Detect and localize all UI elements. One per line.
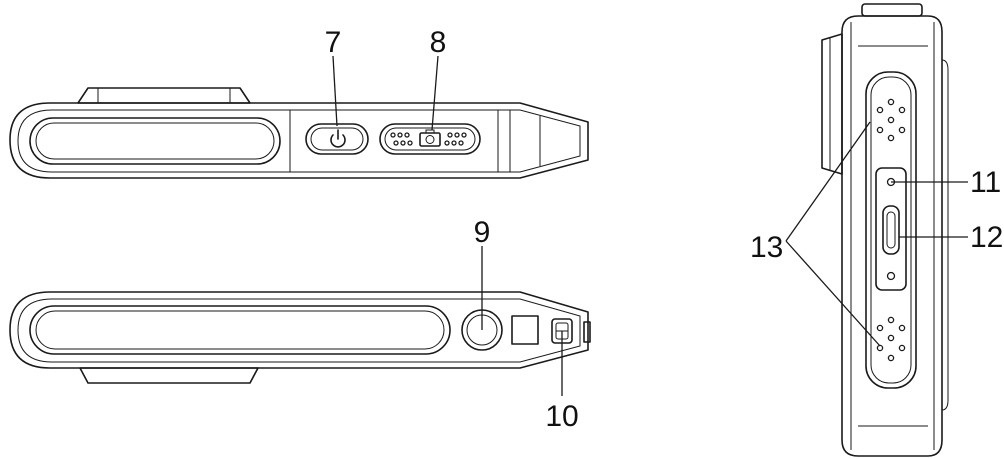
side-view-body	[841, 15, 943, 457]
top-view	[9, 87, 589, 179]
bottom-view-body	[9, 291, 589, 369]
upper-speaker-holes	[876, 98, 906, 142]
side-view-panel	[865, 71, 917, 389]
leader-13-lower	[785, 240, 881, 347]
bottom-view	[9, 291, 591, 384]
callout-13: 13	[750, 231, 783, 264]
bottom-view-square-port	[511, 315, 539, 345]
side-view-lens	[821, 33, 843, 175]
top-view-lens-bump	[77, 87, 251, 104]
callout-7: 7	[325, 26, 342, 59]
leader-7	[332, 55, 338, 127]
capture-button[interactable]	[379, 123, 481, 155]
bottom-view-bump	[79, 367, 259, 384]
side-port-module	[875, 167, 907, 291]
leader-8	[431, 55, 439, 131]
callout-10: 10	[545, 400, 578, 433]
leader-13-upper	[785, 121, 871, 242]
callout-8: 8	[430, 26, 447, 59]
leader-lines	[332, 55, 968, 396]
top-view-body	[9, 102, 589, 179]
power-icon	[330, 129, 346, 148]
side-view	[821, 3, 949, 457]
lower-speaker-holes	[876, 316, 906, 362]
capture-button-dots	[390, 132, 467, 146]
callout-11: 11	[970, 166, 1001, 199]
camera-icon	[419, 129, 441, 147]
callout-12: 12	[970, 221, 1003, 254]
usb-port[interactable]	[882, 205, 900, 255]
top-view-slot	[29, 117, 281, 165]
callout-9: 9	[474, 216, 491, 249]
callout-numbers: 7 8 9 10 11 12 13	[325, 26, 1004, 433]
bottom-view-slot	[29, 305, 451, 355]
